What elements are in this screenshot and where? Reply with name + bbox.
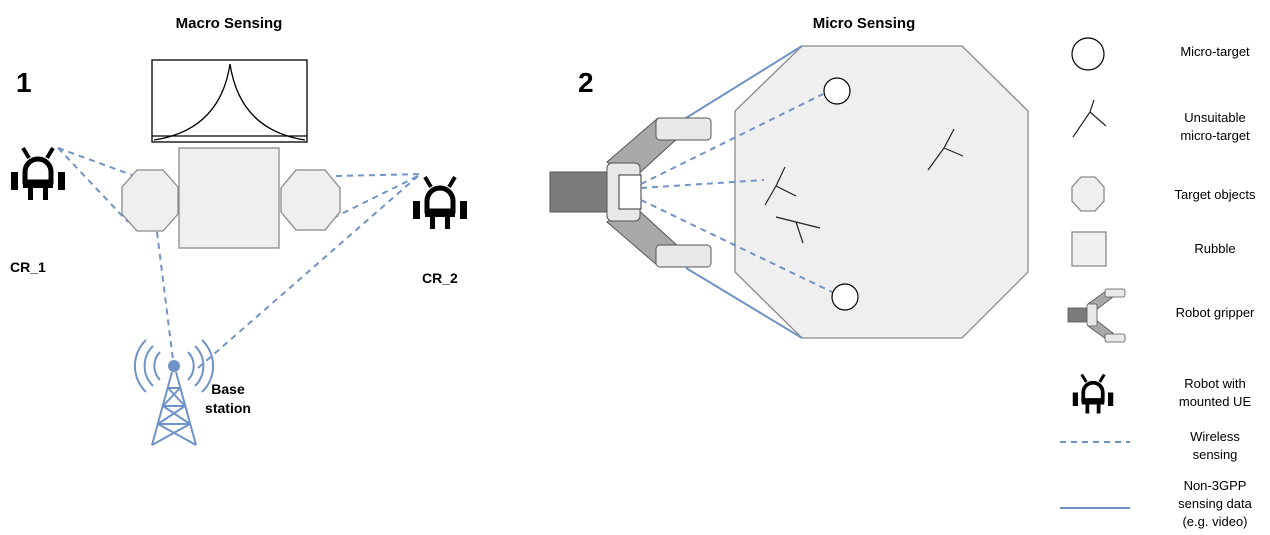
robot-gripper-icon: [1068, 289, 1125, 342]
large-target-object: [735, 46, 1028, 338]
base-station-icon: [135, 340, 213, 445]
legend-label-unsuitable-2: micro-target: [1180, 128, 1250, 143]
legend: Micro-target Unsuitable micro-target Tar…: [1060, 38, 1256, 529]
macro-title: Macro Sensing: [176, 15, 283, 32]
legend-label-wireless-2: sensing: [1193, 447, 1238, 462]
legend-label-target-objects: Target objects: [1175, 187, 1256, 202]
target-object-right: [281, 170, 340, 230]
target-object-icon: [1072, 177, 1104, 211]
robot-cr1-icon: [11, 148, 65, 200]
robot-cr2-icon: [413, 177, 467, 229]
legend-label-non3gpp-1: Non-3GPP: [1184, 478, 1247, 493]
legend-label-micro-target: Micro-target: [1180, 44, 1250, 59]
rubble-icon: [1072, 232, 1106, 266]
legend-label-robot-ue-1: Robot with: [1184, 376, 1245, 391]
target-object-left: [122, 170, 178, 231]
micro-title: Micro Sensing: [813, 15, 916, 32]
robot-cr1-label: CR_1: [10, 259, 46, 275]
unsuitable-micro-target-icon: [1073, 100, 1106, 137]
legend-label-wireless-1: Wireless: [1190, 429, 1240, 444]
robot-cr2-label: CR_2: [422, 270, 458, 286]
legend-label-non3gpp-3: (e.g. video): [1182, 514, 1247, 529]
micro-target-top: [824, 78, 850, 104]
legend-label-robot-ue-2: mounted UE: [1179, 394, 1252, 409]
micro-target-icon: [1072, 38, 1104, 70]
robot-ue-icon: [1073, 375, 1114, 414]
micro-target-bottom: [832, 284, 858, 310]
legend-label-robot-gripper: Robot gripper: [1176, 305, 1255, 320]
robot-gripper: [550, 118, 711, 267]
macro-number: 1: [16, 67, 32, 98]
base-station-label-2: station: [205, 400, 251, 416]
legend-label-non3gpp-2: sensing data: [1178, 496, 1252, 511]
rubble-pile: [152, 60, 307, 248]
micro-number: 2: [578, 67, 594, 98]
rubble-block: [179, 148, 279, 248]
legend-label-rubble: Rubble: [1194, 241, 1235, 256]
base-station-label-1: Base: [211, 381, 245, 397]
legend-label-unsuitable-1: Unsuitable: [1184, 110, 1245, 125]
